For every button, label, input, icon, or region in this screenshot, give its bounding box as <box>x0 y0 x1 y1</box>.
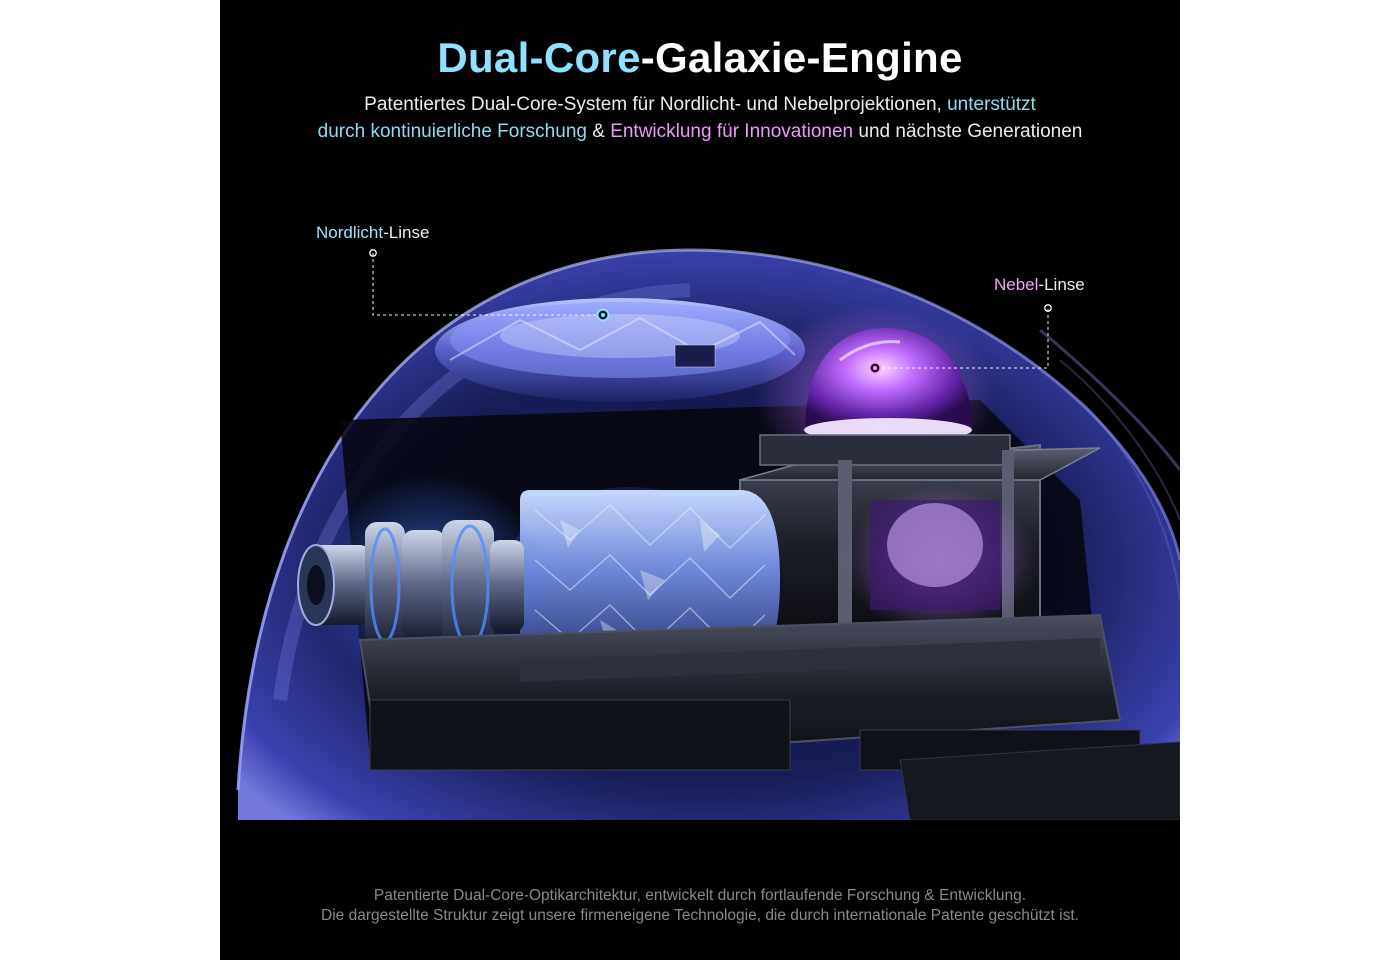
callout-nebula-rest: -Linse <box>1038 275 1085 294</box>
subheadline-line2-amp: & <box>586 121 611 142</box>
subheadline-line2-text: und nächste Generationen <box>853 121 1083 142</box>
subheadline-line1-text: Patentiertes Dual-Core-System für Nordli… <box>364 94 948 115</box>
subheadline-line2-cyan: durch kontinuierliche Forschung <box>317 121 587 142</box>
callout-aurora-highlight: Nordlicht <box>316 223 384 242</box>
product-infographic: Dual-Core-Galaxie-Engine Patentiertes Du… <box>220 0 1180 960</box>
dual-core-engine-illustration <box>220 248 1180 960</box>
subheadline-line2-pink: Entwicklung für Innovationen <box>610 121 854 142</box>
nebula-lens <box>805 328 972 430</box>
callout-aurora-rest: -Linse <box>383 223 430 242</box>
aurora-crystal <box>520 490 780 670</box>
callout-nebula-lens: Nebel-Linse <box>994 275 1085 295</box>
headline: Dual-Core-Galaxie-Engine <box>220 34 1180 82</box>
disclaimer-line1: Patentierte Dual-Core-Optikarchitektur, … <box>373 887 1027 904</box>
callout-aurora-lens: Nordlicht-Linse <box>316 223 429 243</box>
disclaimer: Patentierte Dual-Core-Optikarchitektur, … <box>220 886 1180 926</box>
subheadline: Patentiertes Dual-Core-System für Nordli… <box>250 91 1150 145</box>
disclaimer-line2: Die dargestellte Struktur zeigt unsere f… <box>321 907 1079 924</box>
lens-barrel <box>297 520 524 652</box>
headline-rest: -Galaxie-Engine <box>640 34 963 81</box>
headline-highlight: Dual-Core <box>437 34 641 81</box>
callout-nebula-highlight: Nebel <box>994 275 1039 294</box>
subheadline-line1-highlight: unterstützt <box>947 94 1036 115</box>
